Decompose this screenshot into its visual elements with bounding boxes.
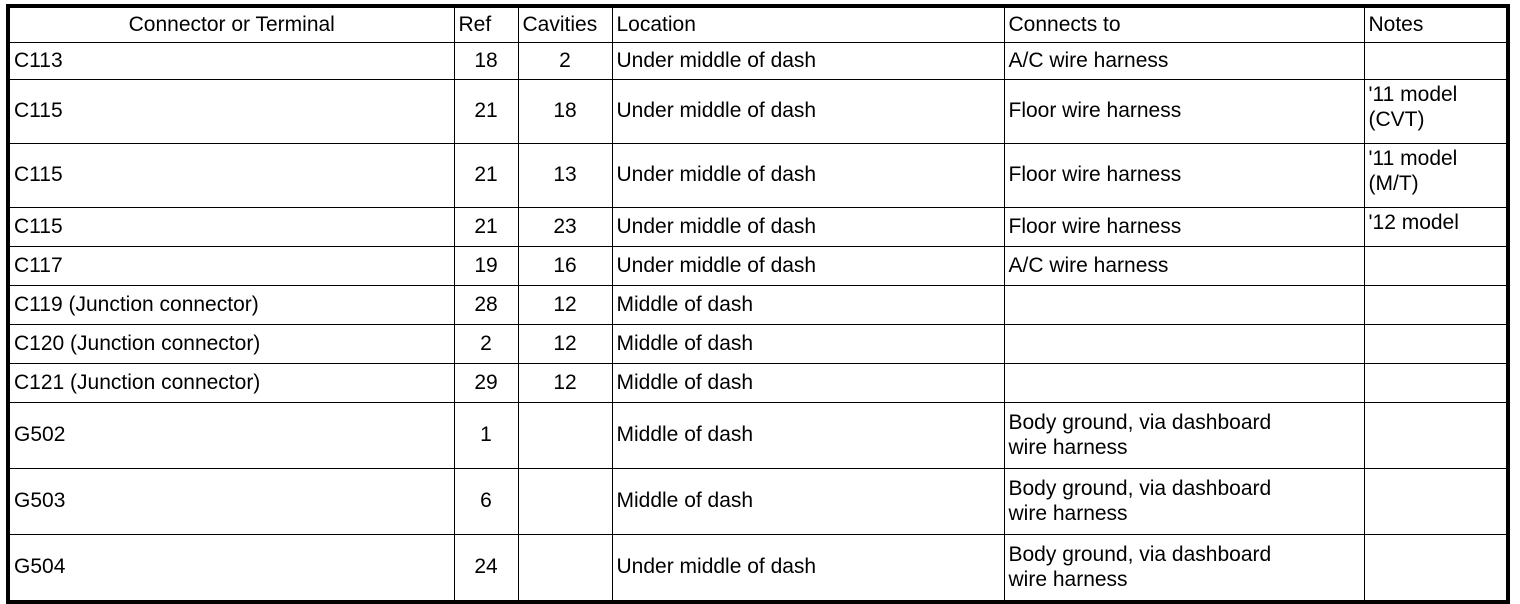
cell-connector: C119 (Junction connector) bbox=[7, 285, 455, 325]
cell-location: Middle of dash bbox=[611, 468, 1005, 535]
cell-connector: C117 bbox=[7, 246, 455, 286]
cell-location: Middle of dash bbox=[611, 363, 1005, 403]
column-header-connector: Connector or Terminal bbox=[7, 5, 455, 43]
cell-connector: G502 bbox=[7, 402, 455, 469]
cell-notes bbox=[1363, 285, 1509, 325]
cell-notes bbox=[1363, 468, 1509, 535]
cell-notes bbox=[1363, 246, 1509, 286]
cell-connector: C120 (Junction connector) bbox=[7, 324, 455, 364]
cell-connects_to bbox=[1003, 363, 1365, 403]
cell-location: Under middle of dash bbox=[611, 246, 1005, 286]
cell-connects_to: Body ground, via dashboard wire harness bbox=[1003, 402, 1365, 469]
connector-or-terminal-table: Connector or Terminal Ref Cavities Locat… bbox=[6, 4, 1510, 604]
cell-connects_to: A/C wire harness bbox=[1003, 42, 1365, 80]
cell-ref: 6 bbox=[453, 468, 519, 535]
cell-cavities: 23 bbox=[517, 207, 613, 247]
cell-location: Under middle of dash bbox=[611, 207, 1005, 247]
cell-notes bbox=[1363, 42, 1509, 80]
column-header-location: Location bbox=[611, 5, 1005, 43]
cell-connects_to bbox=[1003, 324, 1365, 364]
cell-ref: 21 bbox=[453, 143, 519, 208]
cell-cavities: 18 bbox=[517, 79, 613, 144]
cell-ref: 2 bbox=[453, 324, 519, 364]
cell-location: Under middle of dash bbox=[611, 143, 1005, 208]
cell-cavities: 2 bbox=[517, 42, 613, 80]
cell-connector: G503 bbox=[7, 468, 455, 535]
cell-connects_to: Body ground, via dashboard wire harness bbox=[1003, 534, 1365, 603]
cell-ref: 18 bbox=[453, 42, 519, 80]
cell-notes: '11 model (M/T) bbox=[1363, 143, 1509, 208]
cell-connector: C115 bbox=[7, 79, 455, 144]
cell-connector: C121 (Junction connector) bbox=[7, 363, 455, 403]
cell-cavities: 13 bbox=[517, 143, 613, 208]
cell-notes: '11 model (CVT) bbox=[1363, 79, 1509, 144]
cell-cavities bbox=[517, 402, 613, 469]
cell-ref: 19 bbox=[453, 246, 519, 286]
cell-location: Under middle of dash bbox=[611, 79, 1005, 144]
cell-cavities: 12 bbox=[517, 285, 613, 325]
cell-ref: 28 bbox=[453, 285, 519, 325]
cell-connector: C115 bbox=[7, 207, 455, 247]
cell-connects_to: A/C wire harness bbox=[1003, 246, 1365, 286]
cell-location: Under middle of dash bbox=[611, 42, 1005, 80]
cell-connects_to: Floor wire harness bbox=[1003, 143, 1365, 208]
column-header-ref: Ref bbox=[453, 5, 519, 43]
cell-notes bbox=[1363, 363, 1509, 403]
column-header-cavities: Cavities bbox=[517, 5, 613, 43]
cell-connects_to: Body ground, via dashboard wire harness bbox=[1003, 468, 1365, 535]
cell-notes bbox=[1363, 324, 1509, 364]
cell-connector: G504 bbox=[7, 534, 455, 603]
cell-notes bbox=[1363, 534, 1509, 603]
cell-cavities: 12 bbox=[517, 363, 613, 403]
cell-connector: C115 bbox=[7, 143, 455, 208]
cell-cavities bbox=[517, 534, 613, 603]
column-header-connects-to: Connects to bbox=[1003, 5, 1365, 43]
table-header: Connector or Terminal Ref Cavities Locat… bbox=[7, 5, 1509, 43]
cell-location: Middle of dash bbox=[611, 402, 1005, 469]
cell-location: Middle of dash bbox=[611, 324, 1005, 364]
cell-ref: 21 bbox=[453, 207, 519, 247]
cell-notes bbox=[1363, 402, 1509, 469]
cell-location: Middle of dash bbox=[611, 285, 1005, 325]
cell-connects_to bbox=[1003, 285, 1365, 325]
cell-ref: 24 bbox=[453, 534, 519, 603]
cell-connects_to: Floor wire harness bbox=[1003, 207, 1365, 247]
cell-ref: 29 bbox=[453, 363, 519, 403]
cell-cavities: 16 bbox=[517, 246, 613, 286]
cell-ref: 1 bbox=[453, 402, 519, 469]
cell-notes: '12 model bbox=[1363, 207, 1509, 247]
cell-ref: 21 bbox=[453, 79, 519, 144]
cell-cavities bbox=[517, 468, 613, 535]
table-header-row: Connector or Terminal Ref Cavities Locat… bbox=[7, 5, 1509, 43]
cell-connects_to: Floor wire harness bbox=[1003, 79, 1365, 144]
cell-location: Under middle of dash bbox=[611, 534, 1005, 603]
column-header-notes: Notes bbox=[1363, 5, 1509, 43]
cell-connector: C113 bbox=[7, 42, 455, 80]
cell-cavities: 12 bbox=[517, 324, 613, 364]
